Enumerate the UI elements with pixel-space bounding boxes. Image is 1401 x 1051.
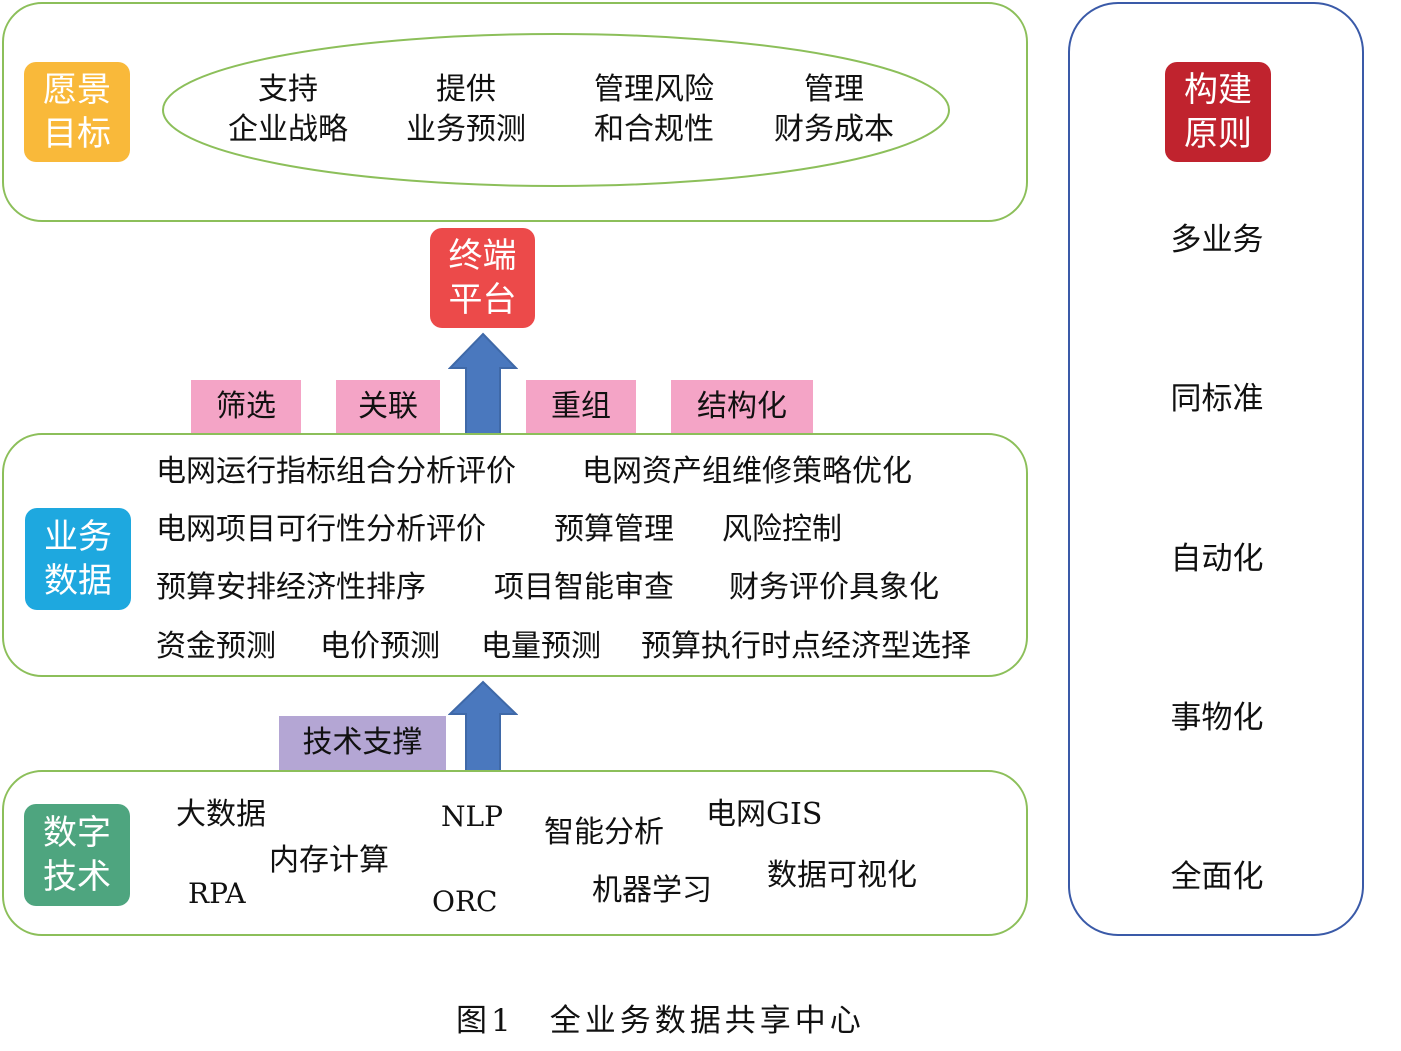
business-badge-line2: 数据: [44, 561, 112, 601]
business-data-panel: [2, 433, 1028, 677]
goal-line2: 和合规性: [594, 112, 714, 147]
tech-item-machine-learning: 机器学习: [592, 873, 712, 908]
goal-financial-cost: 管理 财务成本: [768, 70, 900, 150]
business-item: 电价预测: [320, 629, 440, 664]
business-item: 电网项目可行性分析评价: [156, 512, 486, 547]
up-arrow-icon: [448, 680, 518, 773]
vision-badge: 愿景 目标: [24, 62, 130, 162]
digital-tech-badge: 数字 技术: [24, 804, 130, 906]
business-item: 预算安排经济性排序: [156, 570, 426, 605]
tech-item-orc: ORC: [432, 885, 498, 918]
business-data-badge: 业务 数据: [25, 508, 131, 610]
goal-line2: 企业战略: [228, 112, 348, 147]
operation-tag-associate: 关联: [336, 380, 440, 434]
tech-item-nlp: NLP: [441, 800, 503, 833]
tech-item-grid-gis: 电网GIS: [706, 797, 823, 832]
tech-item-visualization: 数据可视化: [767, 858, 917, 893]
goal-line1: 提供: [436, 72, 496, 107]
figure-caption: 图1 全业务数据共享中心: [456, 1003, 865, 1039]
goal-line1: 支持: [258, 72, 318, 107]
goals-ellipse: [162, 33, 950, 187]
goal-risk-compliance: 管理风险 和合规性: [588, 70, 720, 150]
tech-item-big-data: 大数据: [176, 797, 266, 832]
vision-badge-line1: 愿景: [43, 70, 111, 110]
principle-multi-business: 多业务: [1170, 222, 1264, 258]
principles-badge-line1: 构建: [1184, 70, 1252, 110]
principle-same-standard: 同标准: [1170, 381, 1264, 417]
terminal-line1: 终端: [448, 236, 517, 276]
principle-transactional: 事物化: [1170, 700, 1264, 736]
tech-item-rpa: RPA: [188, 877, 246, 910]
tech-item-in-memory: 内存计算: [269, 843, 389, 878]
up-arrow-icon: [448, 332, 518, 435]
goal-line2: 财务成本: [774, 112, 894, 147]
tech-badge-line1: 数字: [43, 813, 111, 853]
goal-line1: 管理: [804, 72, 864, 107]
business-item: 资金预测: [156, 629, 276, 664]
terminal-line2: 平台: [448, 280, 517, 320]
terminal-platform-badge: 终端 平台: [430, 228, 535, 328]
business-item: 财务评价具象化: [729, 570, 939, 605]
business-item: 项目智能审查: [494, 570, 674, 605]
goal-business-forecast: 提供 业务预测: [400, 70, 532, 150]
principles-badge: 构建 原则: [1165, 62, 1271, 162]
business-item: 风险控制: [722, 512, 842, 547]
digital-tech-panel: [2, 770, 1028, 936]
business-item: 预算执行时点经济型选择: [641, 629, 971, 664]
goal-line2: 业务预测: [406, 112, 526, 147]
business-item: 预算管理: [554, 512, 674, 547]
operation-tag-structure: 结构化: [671, 380, 813, 434]
business-item: 电网资产组维修策略优化: [582, 454, 912, 489]
goal-support-strategy: 支持 企业战略: [222, 70, 354, 150]
goal-line1: 管理风险: [594, 72, 714, 107]
tech-badge-line2: 技术: [43, 857, 111, 897]
business-badge-line1: 业务: [44, 517, 112, 557]
principles-badge-line2: 原则: [1184, 114, 1252, 154]
operation-tag-filter: 筛选: [191, 380, 301, 434]
principle-comprehensive: 全面化: [1170, 859, 1264, 895]
business-item: 电量预测: [481, 629, 601, 664]
operation-tag-reorganize: 重组: [526, 380, 636, 434]
tech-support-tag: 技术支撑: [279, 716, 446, 770]
tech-item-smart-analysis: 智能分析: [544, 815, 664, 850]
business-item: 电网运行指标组合分析评价: [156, 454, 516, 489]
vision-badge-line2: 目标: [43, 114, 111, 154]
principle-automation: 自动化: [1170, 541, 1264, 577]
